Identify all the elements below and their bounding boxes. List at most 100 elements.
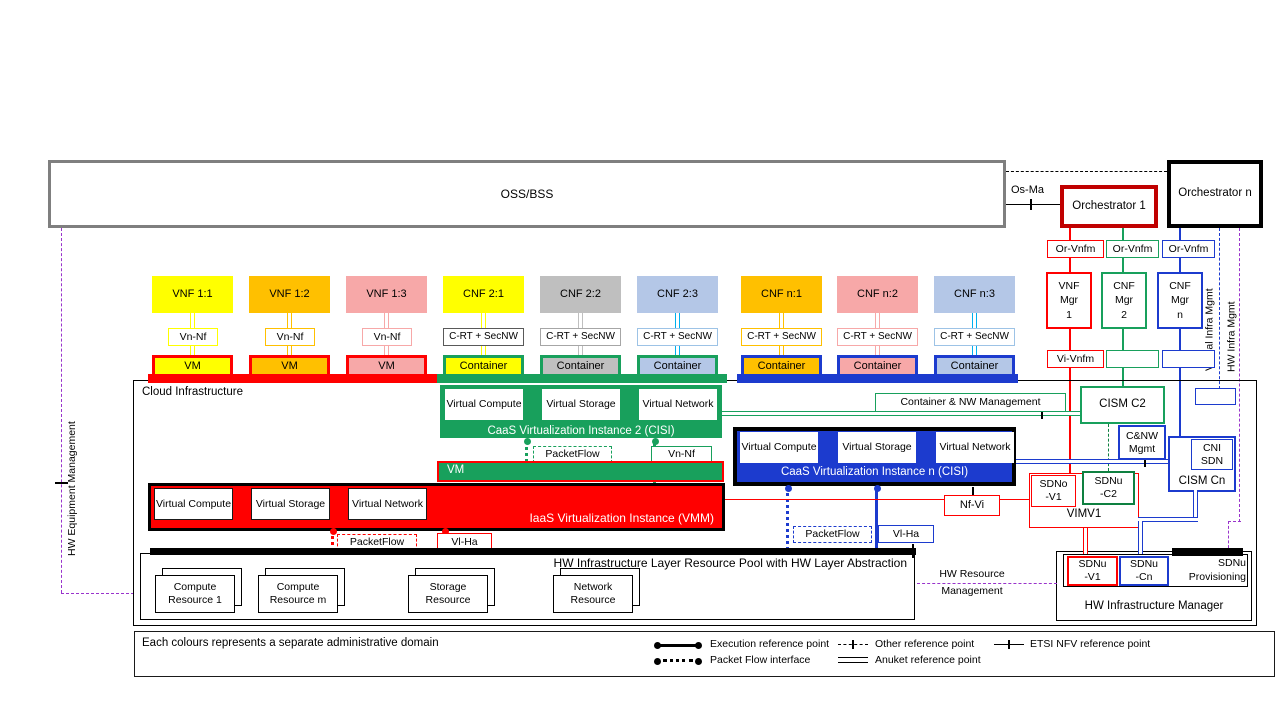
container-text-5: Container [853,359,902,372]
vimv1-label: VIMV1 [1066,508,1102,520]
cnf-2-2-label: CNF 2:2 [560,287,601,300]
anuket-reference-label: Anuket reference point [875,654,981,666]
cism-cn-sdnu-link-v1 [1193,490,1198,519]
etsi-reference-label: ETSI NFV reference point [1030,638,1151,650]
iaas-vlha-text: Vl-Ha [451,535,478,548]
orchestrator-n-label: Orchestrator n [1178,187,1252,200]
vi-vnfm-label: Vi-Vnfm [1047,350,1104,368]
sdno-v1-label: SDNo -V1 [1039,478,1068,503]
sdnu-c2-box: SDNu -C2 [1082,471,1135,505]
packet-flow-label: Packet Flow interface [710,654,811,666]
caasn-vlha-line [875,486,878,550]
vn-nf-text-3: Vn-Nf [373,330,401,343]
caas2-virtual-network-label: Virtual Network [642,398,714,411]
compute-resource-1-box: Compute Resource 1 [155,575,235,613]
caasn-domain-bar [737,374,1018,383]
hw-abstraction-bar-tick [912,544,914,558]
anuket-reference-symbol [838,657,868,663]
vm-text-1: VM [184,359,201,372]
storage-resource-label: Storage Resource [425,581,471,606]
packet-flow-dot-right [695,658,702,665]
execution-line [657,644,699,647]
hw-infra-mgmt-dashed-line [1239,228,1240,522]
caasn-box: Virtual Compute Virtual Storage Virtual … [733,427,1016,486]
virtual-infra-mgmt-label: Virtual Infra Mgmt [1203,288,1216,372]
or-vnfm-line-blue [1179,228,1181,436]
sdno-v1-box: SDNo -V1 [1031,475,1076,507]
cni-sdn-label: CNI SDN [1200,441,1224,467]
caasn-packetflow-line [786,486,789,550]
legend-box [134,631,1275,677]
vnf-1-1-label: VNF 1:1 [172,287,213,300]
nf-vi-tick [972,487,974,497]
vn-nf-text-2: Vn-Nf [276,330,304,343]
cnf-n-3-label: CNF n:3 [954,287,995,300]
caas2-vnnf-text: Vn-Nf [668,448,695,461]
caas2-packetflow-text: PacketFlow [545,448,600,461]
cnf-2-1-label: CNF 2:1 [463,287,504,300]
iaas-packetflow-line [331,531,334,551]
cism-cn-sdnu-link-v2 [1138,521,1143,556]
cnf-mgr-2-box: CNF Mgr 2 [1101,272,1147,329]
vm-text-2: VM [281,359,298,372]
cism-c2-label: CISM C2 [1099,398,1146,411]
iaas-virtual-network: Virtual Network [348,488,427,520]
iaas-packetflow-text: PacketFlow [349,536,405,549]
other-reference-label: Other reference point [875,638,975,650]
cnf-mgr-2-label: CNF Mgr 2 [1113,280,1135,321]
cnf-n-1-label: CNF n:1 [761,287,802,300]
or-vnfm-text-green: Or-Vnfm [1112,242,1153,255]
execution-reference-symbol [654,641,702,650]
caasn-vlha-dot-top [873,485,881,492]
caasn-virtual-storage-label: Virtual Storage [842,441,912,454]
vi-vnfm-text: Vi-Vnfm [1056,352,1095,365]
caasn-packetflow-label: PacketFlow [793,526,872,543]
caasn-packetflow-dot-top [784,485,792,492]
execution-dot-right [695,642,702,649]
hw-pool-title: HW Infrastructure Layer Resource Pool wi… [553,556,907,570]
caas2-packetflow-dot-top [523,437,531,445]
oss-bss-label: OSS/BSS [500,186,554,201]
iaas-box: Virtual Compute Virtual Storage Virtual … [148,483,725,531]
cnw-mgmt-label: C&NW Mgmt [1125,429,1159,455]
c-rt-secnw-label-1: C-RT + SecNW [443,328,524,346]
caas2-virtual-network: Virtual Network [639,389,717,420]
vn-nf-label-3: Vn-Nf [362,328,412,346]
compute-resource-1-label: Compute Resource 1 [168,581,222,606]
c-rt-secnw-text-2: C-RT + SecNW [546,331,615,342]
vm-layer-bar: VM [437,461,724,482]
hw-equipment-mgmt-dashed-h [61,593,134,594]
cnf-2-1-box: CNF 2:1 [443,276,524,313]
vn-nf-label-1: Vn-Nf [168,328,218,346]
packet-flow-symbol [654,657,702,666]
vnf-1-2-label: VNF 1:2 [269,287,310,300]
caasn-vlha-text: Vl-Ha [892,527,920,540]
cism-cn-sdnu-link-h [1138,517,1198,522]
container-text-2: Container [556,359,605,372]
caas2-box: Virtual Compute Virtual Storage Virtual … [440,385,722,438]
sdnu-v1-label: SDNu -V1 [1078,558,1107,583]
container-nw-mgmt-label: Container & NW Management [875,393,1066,412]
or-vnfm-label-green: Or-Vnfm [1106,240,1159,258]
cnf-n-2-box: CNF n:2 [837,276,918,313]
packet-flow-dot-left [654,658,661,665]
other-reference-symbol [838,640,868,649]
vnf-1-3-box: VNF 1:3 [346,276,427,313]
caasn-virtual-storage: Virtual Storage [838,432,916,463]
cnf-n-3-box: CNF n:3 [934,276,1015,313]
cloud-infrastructure-label: Cloud Infrastructure [142,386,243,398]
caas2-domain-bar [437,374,727,383]
cnf-2-3-label: CNF 2:3 [657,287,698,300]
cism-cn-label: CISM Cn [1178,475,1226,487]
caas2-title: CaaS Virtualization Instance 2 (CISI) [487,425,675,437]
oss-orchn-dashed-link [1006,171,1167,172]
or-vnfm-text-red: Or-Vnfm [1055,242,1096,255]
orchestrator-n-box: Orchestrator n [1167,160,1263,228]
etsi-reference-symbol [994,640,1024,649]
cnf-2-3-box: CNF 2:3 [637,276,718,313]
nf-vi-label: Nf-Vi [944,495,1000,516]
compute-resource-1-stack: Compute Resource 1 [155,568,242,613]
vimv1-sdnu-link [1083,528,1088,557]
virtual-infra-mgmt-dashed-line [1219,228,1220,389]
